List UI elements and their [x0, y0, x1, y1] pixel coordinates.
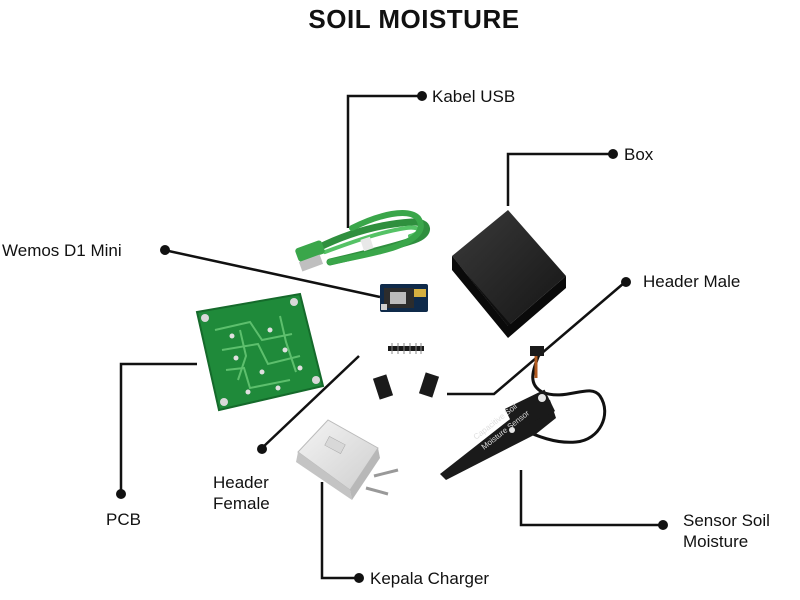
leader-sensor [519, 470, 661, 527]
soil-sensor-illustration: Capacitive Soil Moisture Sensor [440, 346, 607, 480]
leader-lines [119, 94, 661, 580]
box-illustration [452, 210, 566, 338]
label-kepala-charger: Kepala Charger [370, 569, 490, 588]
dot-wemos [160, 245, 170, 255]
leader-dots [116, 91, 668, 583]
dot-pcb [116, 489, 126, 499]
leader-header-female [261, 355, 360, 449]
header-female-illustration [372, 372, 440, 400]
usb-cable-illustration [295, 210, 430, 272]
dot-kabel-usb [417, 91, 427, 101]
header-male-illustration [388, 343, 424, 354]
label-kabel-usb: Kabel USB [432, 87, 516, 106]
label-header-male: Header Male [643, 272, 741, 291]
pcb-illustration [195, 292, 325, 412]
label-header-female-line1: Header [213, 473, 269, 492]
leader-kabel-usb [346, 94, 420, 228]
label-wemos-d1-mini: Wemos D1 Mini [2, 241, 122, 260]
leader-box [506, 152, 612, 206]
label-sensor-line1: Sensor Soil [683, 511, 770, 530]
label-header-female-line2: Female [213, 494, 270, 513]
label-header-female: Header Female [213, 472, 303, 514]
label-sensor-soil-moisture: Sensor Soil Moisture [683, 510, 798, 552]
dot-sensor [658, 520, 668, 530]
dot-header-female [257, 444, 267, 454]
leader-kepala-charger [320, 482, 358, 580]
leader-wemos [163, 248, 381, 299]
leader-pcb [119, 362, 197, 494]
label-sensor-line2: Moisture [683, 532, 749, 551]
dot-header-male [621, 277, 631, 287]
charger-illustration [296, 419, 399, 500]
label-pcb: PCB [106, 510, 141, 529]
diagram-title: SOIL MOISTURE [308, 4, 520, 34]
leader-header-male [447, 282, 625, 396]
dot-kepala-charger [354, 573, 364, 583]
wemos-d1-mini-illustration [380, 284, 428, 312]
dot-box [608, 149, 618, 159]
label-box: Box [624, 145, 654, 164]
